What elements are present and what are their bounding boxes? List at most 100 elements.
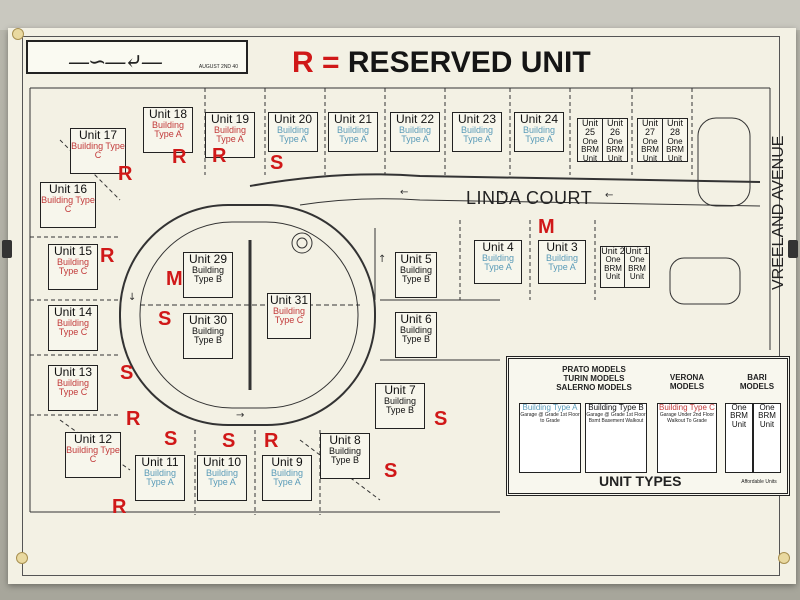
unit-building-type: Building Type A [276, 124, 310, 145]
unit-label: Unit 13 [53, 365, 93, 379]
reservation-mark: S [158, 308, 172, 330]
legend-heading-prato-turin-salerno: PRATO MODELS TURIN MODELS SALERNO MODELS [556, 365, 632, 393]
unit-label: Unit 31 [269, 293, 309, 307]
legend-one-brm-label-2: One BRM Unit [758, 403, 776, 429]
unit-label: Unit 3 [546, 240, 578, 254]
legend-heading-verona: VERONA MODELS [669, 373, 705, 392]
unit-building-type: One BRM Unit [641, 136, 659, 163]
thumbtack-icon [12, 28, 24, 40]
unit-building-type: Building Type C [56, 317, 90, 338]
legend-title: UNIT TYPES [599, 473, 682, 489]
legend-one-brm-box-1: One BRM Unit [725, 403, 753, 473]
unit-label: Unit 25 [581, 118, 598, 138]
street-label-linda-court: LINDA COURT [466, 188, 593, 208]
unit-building-type: One BRM Unit [628, 255, 646, 282]
legend-type-c-note: Garage Under 2nd Floor Walkout To Grade [659, 412, 715, 424]
unit-building-type: One BRM Unit [606, 136, 624, 163]
unit-building-type: Building Type C [66, 444, 120, 465]
unit-label: Unit 17 [78, 128, 118, 142]
page-title: R = RESERVED UNIT [292, 46, 591, 80]
unit-building-type: Building Type B [328, 445, 362, 466]
reservation-mark: R [118, 163, 133, 185]
svg-text:←: ← [400, 187, 408, 198]
unit-label: Unit 12 [73, 432, 113, 446]
unit-building-type: Building Type A [522, 124, 556, 145]
reservation-mark: S [222, 430, 236, 452]
unit-building-type: One BRM Unit [581, 136, 599, 163]
unit-label: Unit 2 [601, 246, 625, 256]
unit-building-type: Building Type A [143, 467, 177, 488]
reservation-mark: R [100, 245, 115, 267]
unit-label: Unit 4 [482, 240, 514, 254]
title-letter: R [292, 46, 314, 79]
reservation-mark: R [112, 496, 127, 518]
unit-label: Unit 15 [53, 244, 93, 258]
unit-label: Unit 8 [329, 433, 361, 447]
unit-label: Unit 21 [333, 112, 373, 126]
svg-text:←: ← [500, 188, 508, 199]
unit-building-type: One BRM Unit [666, 136, 684, 163]
unit-building-type: One BRM Unit [604, 255, 622, 282]
unit-building-type: Building Type A [460, 124, 494, 145]
unit-label: Unit 16 [48, 182, 88, 196]
unit-building-type: Building Type B [399, 264, 433, 285]
unit-label: Unit 28 [666, 118, 683, 138]
reservation-mark: R [172, 146, 187, 168]
reservation-mark: R [212, 145, 227, 167]
title-equals: = [322, 46, 340, 79]
title-text: RESERVED UNIT [347, 46, 591, 79]
unit-building-type: Building Type B [399, 324, 433, 345]
legend-type-a-box: Building Type A Garage @ Grade 1st Floor… [519, 403, 581, 473]
reservation-mark: S [120, 362, 134, 384]
unit-label: Unit 19 [210, 112, 250, 126]
logo-caption: AUGUST 2ND 40 [198, 64, 238, 70]
unit-label: Unit 26 [606, 118, 623, 138]
reservation-mark: R [264, 430, 279, 452]
unit-label: Unit 9 [271, 455, 303, 469]
binder-clip-left [2, 240, 12, 258]
unit-label: Unit 11 [141, 455, 179, 469]
svg-text:↓: ↓ [128, 292, 136, 303]
unit-label: Unit 5 [400, 252, 432, 266]
unit-label: Unit 23 [457, 112, 497, 126]
unit-building-type: Building Type C [56, 377, 90, 398]
unit-label: Unit 7 [384, 383, 416, 397]
unit-building-type: Building Type B [383, 395, 417, 416]
unit-building-type: Building Type A [545, 252, 579, 273]
legend-one-brm-box-2: One BRM Unit [753, 403, 781, 473]
unit-label: Unit 10 [202, 455, 242, 469]
legend-type-c-label: Building Type C [659, 403, 715, 412]
legend-type-b-box: Building Type B Garage @ Grade 1st Floor… [585, 403, 647, 473]
legend-heading-bari: BARI MODELS [739, 373, 775, 392]
legend-type-b-note: Garage @ Grade 1st Floor Bsmt Basement W… [586, 412, 646, 424]
unit-building-type: Building Type C [41, 194, 95, 215]
svg-text:←: ← [605, 190, 613, 201]
developer-logo: —∽—⤶— AUGUST 2ND 40 [26, 40, 248, 75]
unit-label: Unit 27 [641, 118, 658, 138]
reservation-mark: S [384, 460, 398, 482]
